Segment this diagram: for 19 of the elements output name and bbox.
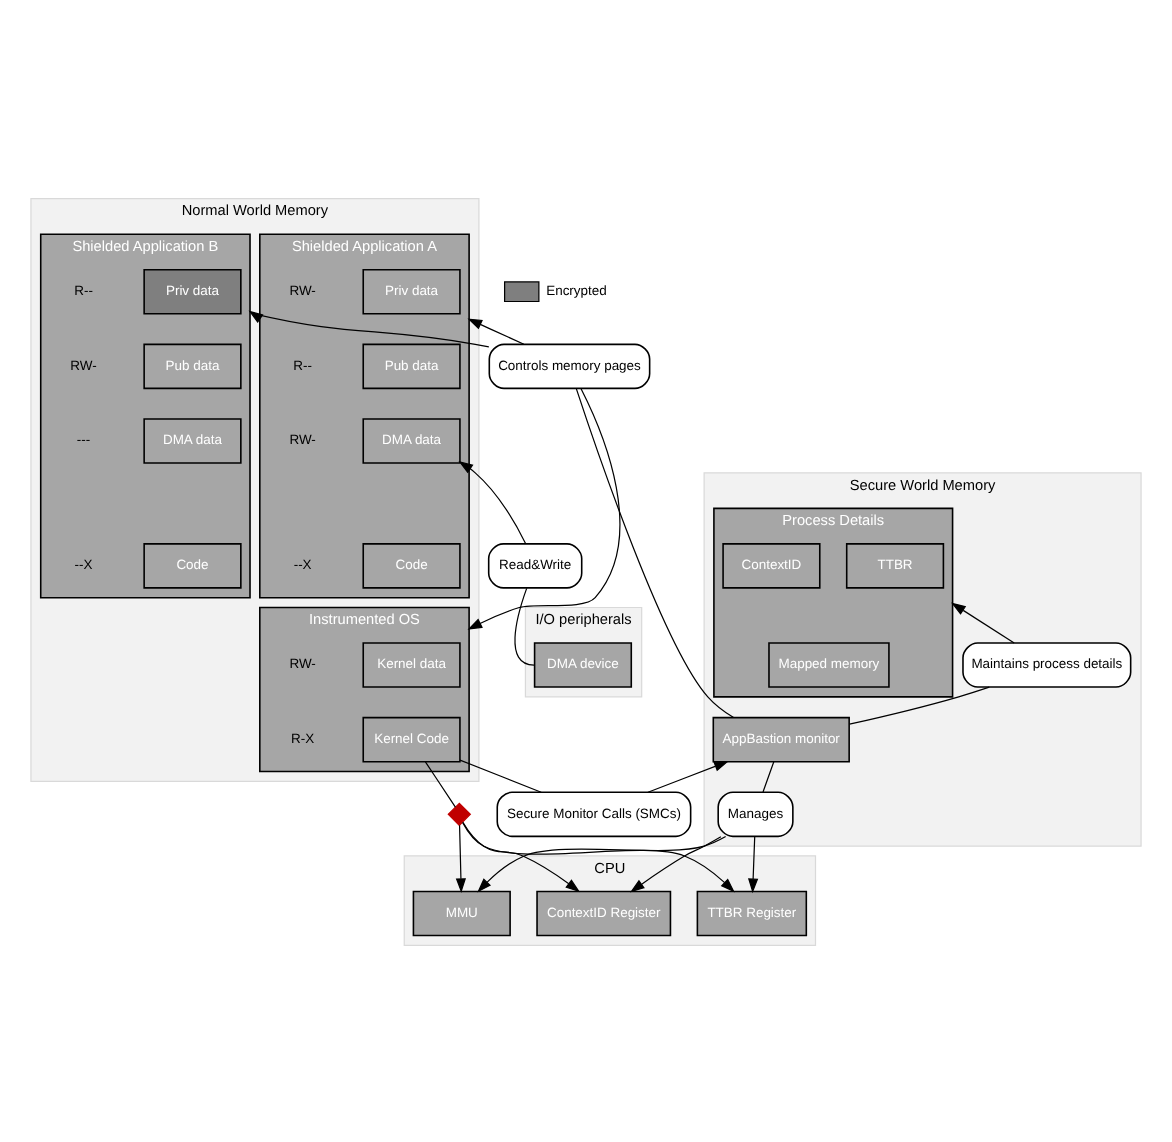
arrow xyxy=(647,760,729,792)
arrow xyxy=(748,834,759,893)
connector xyxy=(762,760,775,792)
node-cross xyxy=(447,801,472,826)
connector xyxy=(424,760,456,807)
arrow xyxy=(477,835,727,892)
arrow xyxy=(462,821,735,892)
arrow xyxy=(458,459,527,544)
arrow xyxy=(467,317,525,344)
connector xyxy=(575,387,735,718)
arrow xyxy=(455,823,467,892)
arrow xyxy=(462,820,581,892)
connector xyxy=(848,685,990,724)
connector xyxy=(514,586,535,665)
arrow xyxy=(951,601,1015,643)
arrow xyxy=(630,835,722,892)
arrow xyxy=(467,386,621,629)
arrow xyxy=(248,309,490,347)
connector xyxy=(459,758,542,792)
